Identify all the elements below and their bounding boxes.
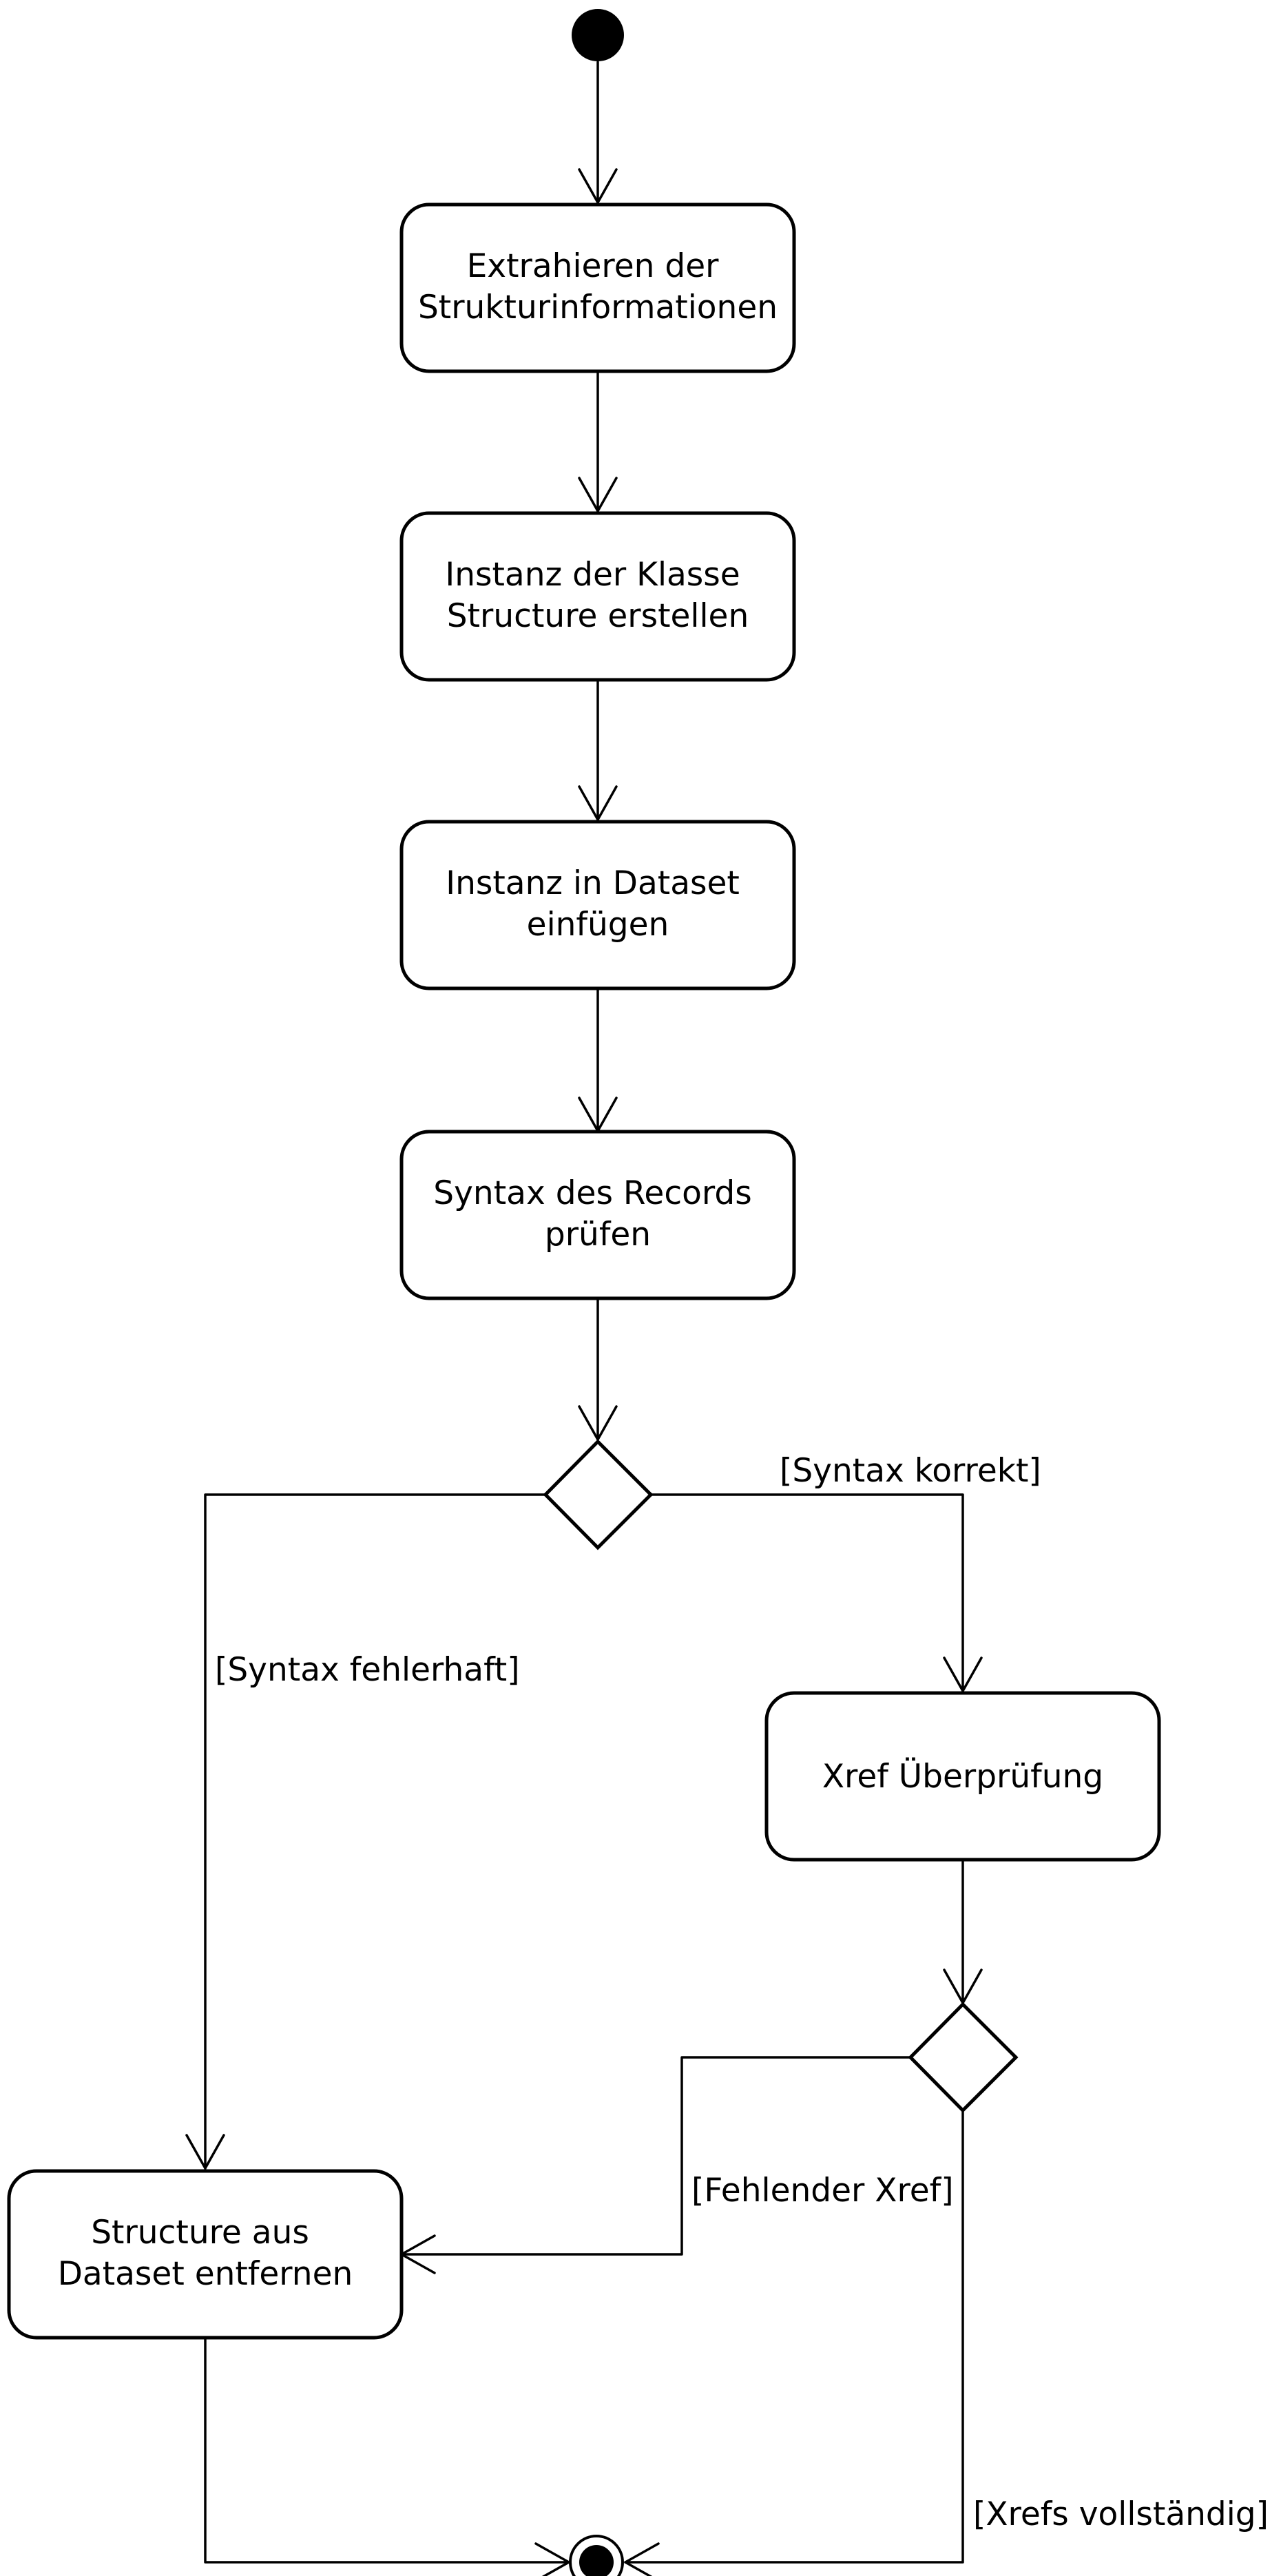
final-node — [569, 2535, 624, 2576]
edge-decision-to-remove — [204, 1493, 547, 2170]
arrowhead — [534, 2542, 570, 2576]
node-label-line: Structure aus — [91, 2214, 309, 2252]
svg-text:Syntax des Records prüfe: Syntax des Records prüfen — [433, 1174, 762, 1254]
edge-decision-to-remove-missing-xref — [400, 2056, 912, 2256]
node-label-line: einfügen — [527, 906, 669, 944]
node-label-line: Extrahieren der — [467, 247, 720, 285]
initial-node — [572, 9, 624, 61]
arrowhead — [943, 1656, 983, 1692]
action-create-instance: Instanz der Klasse Structure erstellen — [399, 511, 796, 682]
arrowhead — [185, 2134, 225, 2170]
node-label-line: Strukturinformationen — [418, 289, 778, 326]
action-check-syntax: Syntax des Records prüfen — [399, 1130, 796, 1300]
guard-xrefs-complete: [Xrefs vollständig] — [973, 2495, 1269, 2533]
svg-text:Extrahieren der Struktur: Extrahieren der Strukturinformationen — [418, 247, 778, 326]
action-remove-structure: Structure aus Dataset entfernen — [7, 2169, 404, 2340]
guard-syntax-correct: [Syntax korrekt] — [780, 1452, 1041, 1490]
guard-missing-xref: [Fehlender Xref] — [691, 2172, 954, 2210]
edges — [185, 61, 983, 2576]
decision-syntax — [543, 1439, 654, 1550]
node-label-line: Xref Überprüfung — [822, 1758, 1103, 1796]
edge-decision-to-end-complete — [624, 2110, 964, 2564]
decision-xref — [908, 2002, 1019, 2113]
arrowhead — [578, 477, 618, 512]
node-label-line: Syntax des Records — [433, 1174, 751, 1212]
svg-text:Structure aus Dataset en: Structure aus Dataset entfernen — [58, 2214, 353, 2293]
node-label-line: Instanz in Dataset — [446, 864, 740, 902]
edge-remove-to-end — [204, 2337, 570, 2564]
svg-text:Instanz in Dataset einfü: Instanz in Dataset einfügen — [446, 864, 750, 944]
node-label-line: Structure erstellen — [447, 597, 749, 635]
arrowhead — [578, 785, 618, 821]
node-label-line: Instanz der Klasse — [445, 556, 740, 594]
edge-decision-to-xref-check — [649, 1493, 964, 1692]
arrowhead — [578, 168, 618, 204]
guard-syntax-faulty: [Syntax fehlerhaft] — [215, 1651, 520, 1689]
action-extract: Extrahieren der Strukturinformationen — [399, 202, 796, 373]
arrowhead — [624, 2542, 660, 2576]
svg-text:Instanz der Klasse Struc: Instanz der Klasse Structure erstellen — [445, 556, 750, 635]
node-label-line: prüfen — [545, 1216, 651, 1254]
action-xref-check: Xref Überprüfung — [764, 1691, 1161, 1862]
action-insert-instance: Instanz in Dataset einfügen — [399, 820, 796, 990]
svg-text:Xref Überprüfung: Xref Überprüfung — [822, 1758, 1103, 1796]
node-label-line: Dataset entfernen — [58, 2255, 353, 2293]
